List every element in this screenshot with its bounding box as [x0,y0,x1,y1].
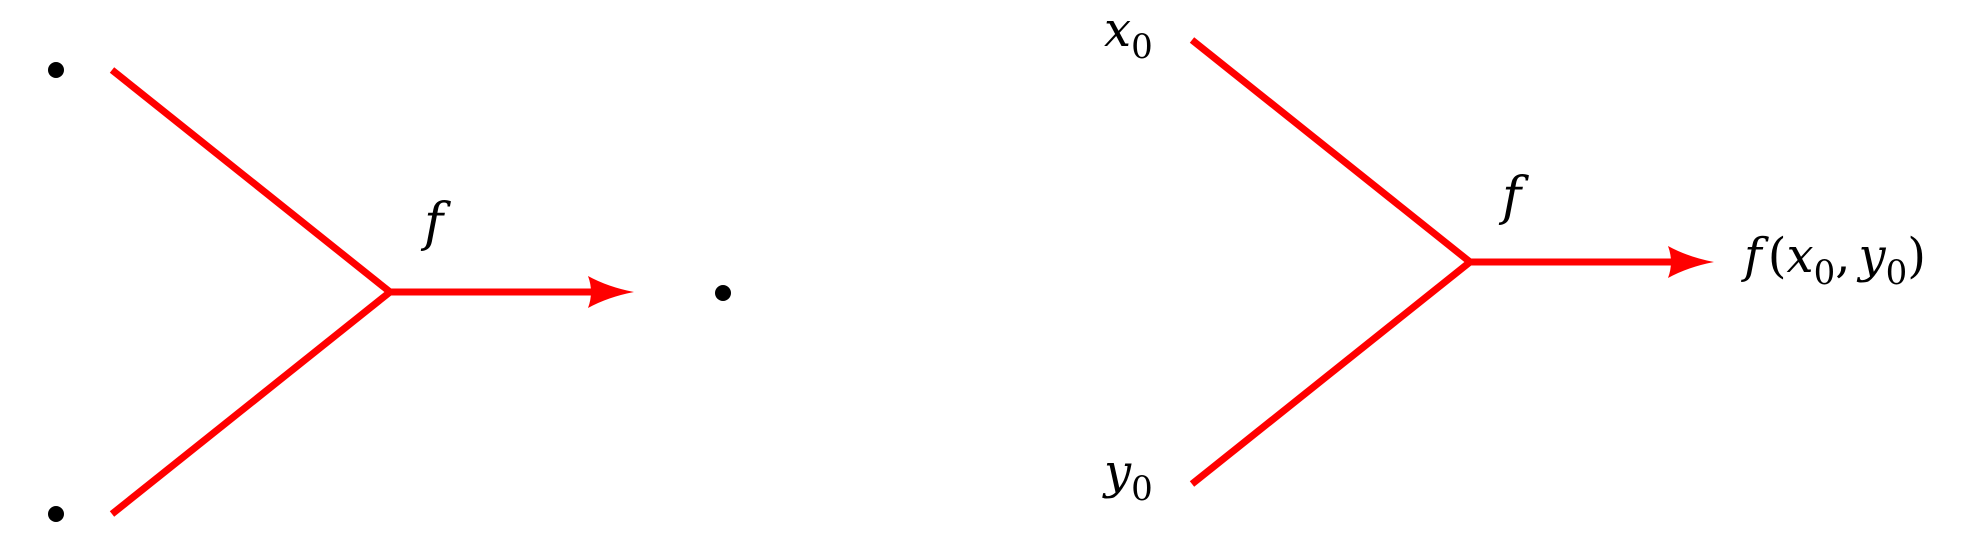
output-arg2-var: y [1856,228,1886,284]
right-output-label: f(x0,y0) [1741,228,1926,293]
left-input-dot-bottom [48,506,64,522]
left-output-dot [715,285,731,301]
output-arg1-sub: 0 [1814,253,1836,293]
left-arrowhead [588,276,634,308]
left-input-dot-top [48,62,64,78]
right-edge-top [1189,37,1473,265]
output-fn: f [1741,228,1769,284]
output-comma: , [1835,228,1850,284]
output-arg2-sub: 0 [1886,253,1908,293]
right-input-x-sub: 0 [1131,27,1153,67]
output-close-paren: ) [1907,228,1926,284]
output-arg1-var: x [1787,228,1814,284]
right-input-x-var: x [1104,2,1131,58]
right-diagram: x0 y0 f f(x0,y0) [1102,2,1926,509]
output-open-paren: ( [1768,228,1787,284]
right-function-label: f [1498,167,1529,227]
right-input-y-var: y [1102,444,1132,500]
right-edge-bottom [1189,259,1473,487]
left-edge-top [109,67,393,295]
right-arrowhead [1668,246,1714,278]
right-input-label-x: x0 [1104,2,1153,67]
left-diagram: f [48,62,731,522]
right-input-label-y: y0 [1102,444,1153,509]
left-edge-bottom [109,289,393,517]
left-function-label: f [420,193,451,253]
right-input-y-sub: 0 [1131,469,1153,509]
